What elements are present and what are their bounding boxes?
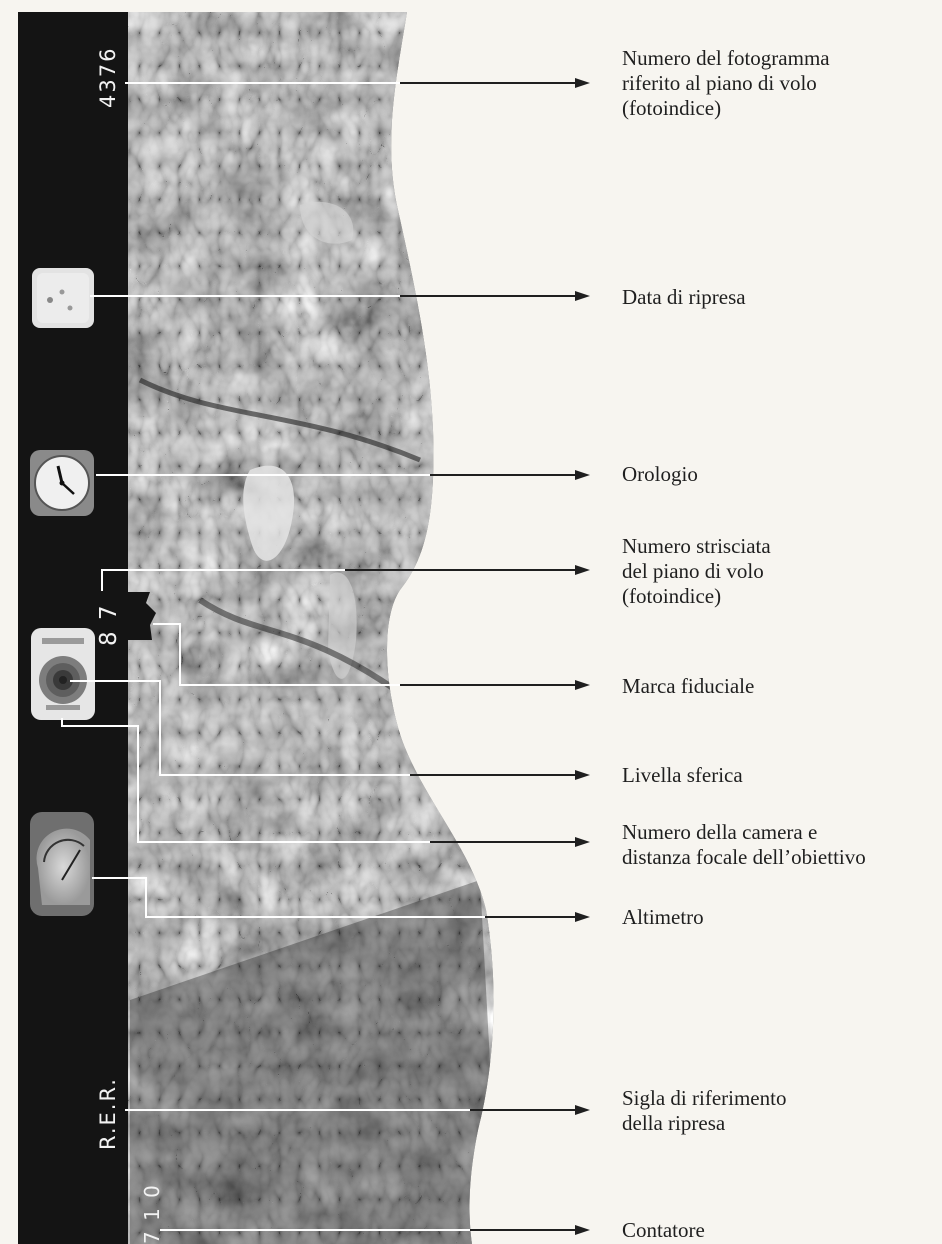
strip-number-text: 8 7 [96,603,122,646]
label-line: Orologio [622,462,940,487]
date-plate [32,268,94,328]
label-reference-code: Sigla di riferimento della ripresa [622,1086,940,1136]
label-spherical-level: Livella sferica [622,763,940,788]
arrow-icon [575,837,590,847]
arrow-heads [575,78,590,1235]
label-line: Sigla di riferimento [622,1086,940,1111]
arrow-icon [575,78,590,88]
label-line: distanza focale dell’obiettivo [622,845,940,870]
arrow-icon [575,565,590,575]
altimeter-icon [30,812,94,916]
label-line: del piano di volo [622,559,940,584]
spherical-level-bubble [59,676,67,684]
arrow-icon [575,1225,590,1235]
arrow-icon [575,770,590,780]
label-line: Numero strisciata [622,534,940,559]
frame-number-text: 4376 [96,47,120,108]
label-line: Data di ripresa [622,285,940,310]
arrow-icon [575,680,590,690]
label-line: Marca fiduciale [622,674,940,699]
label-date: Data di ripresa [622,285,940,310]
label-line: (fotoindice) [622,584,940,609]
label-line: Contatore [622,1218,940,1243]
label-strip-number: Numero strisciata del piano di volo (fot… [622,534,940,609]
counter-text: 7 1 0 [140,1183,164,1244]
arrow-icon [575,912,590,922]
arrow-icon [575,291,590,301]
label-line: della ripresa [622,1111,940,1136]
label-counter: Contatore [622,1218,940,1243]
label-frame-number: Numero del fotogramma riferito al piano … [622,46,940,121]
camera-plate [31,628,95,720]
arrow-icon [575,1105,590,1115]
clock-icon [30,450,94,516]
label-altimeter: Altimetro [622,905,940,930]
label-line: (fotoindice) [622,96,940,121]
label-line: riferito al piano di volo [622,71,940,96]
arrow-icon [575,470,590,480]
label-clock: Orologio [622,462,940,487]
reference-code-text: R.E.R. [96,1077,120,1150]
label-line: Livella sferica [622,763,940,788]
label-camera-number: Numero della camera e distanza focale de… [622,820,940,870]
label-line: Altimetro [622,905,940,930]
label-line: Numero del fotogramma [622,46,940,71]
label-line: Numero della camera e [622,820,940,845]
aerial-photograph [120,0,520,1244]
label-fiducial-mark: Marca fiduciale [622,674,940,699]
